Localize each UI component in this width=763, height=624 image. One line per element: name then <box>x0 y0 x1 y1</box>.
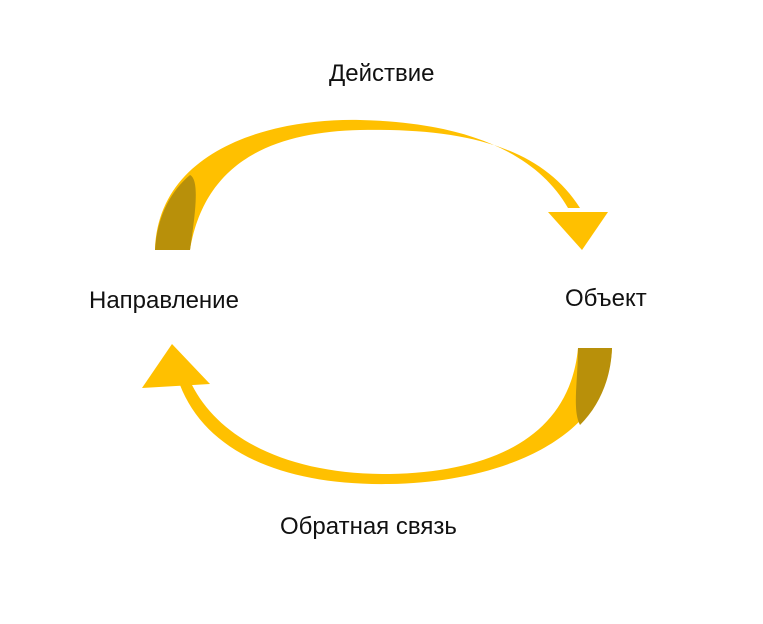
top-arrow-head <box>548 212 608 250</box>
bottom-arrow-head <box>142 344 210 388</box>
top-arrow-shadow <box>155 175 196 250</box>
label-action: Действие <box>329 60 435 87</box>
top-curved-arrow <box>155 119 608 250</box>
top-arrow-body <box>155 119 580 250</box>
bottom-arrow-shadow <box>575 348 612 425</box>
label-object: Объект <box>565 285 647 312</box>
bottom-arrow-body <box>180 348 612 485</box>
bottom-curved-arrow <box>142 344 612 485</box>
label-feedback: Обратная связь <box>280 513 457 540</box>
label-direction: Направление <box>89 287 239 314</box>
